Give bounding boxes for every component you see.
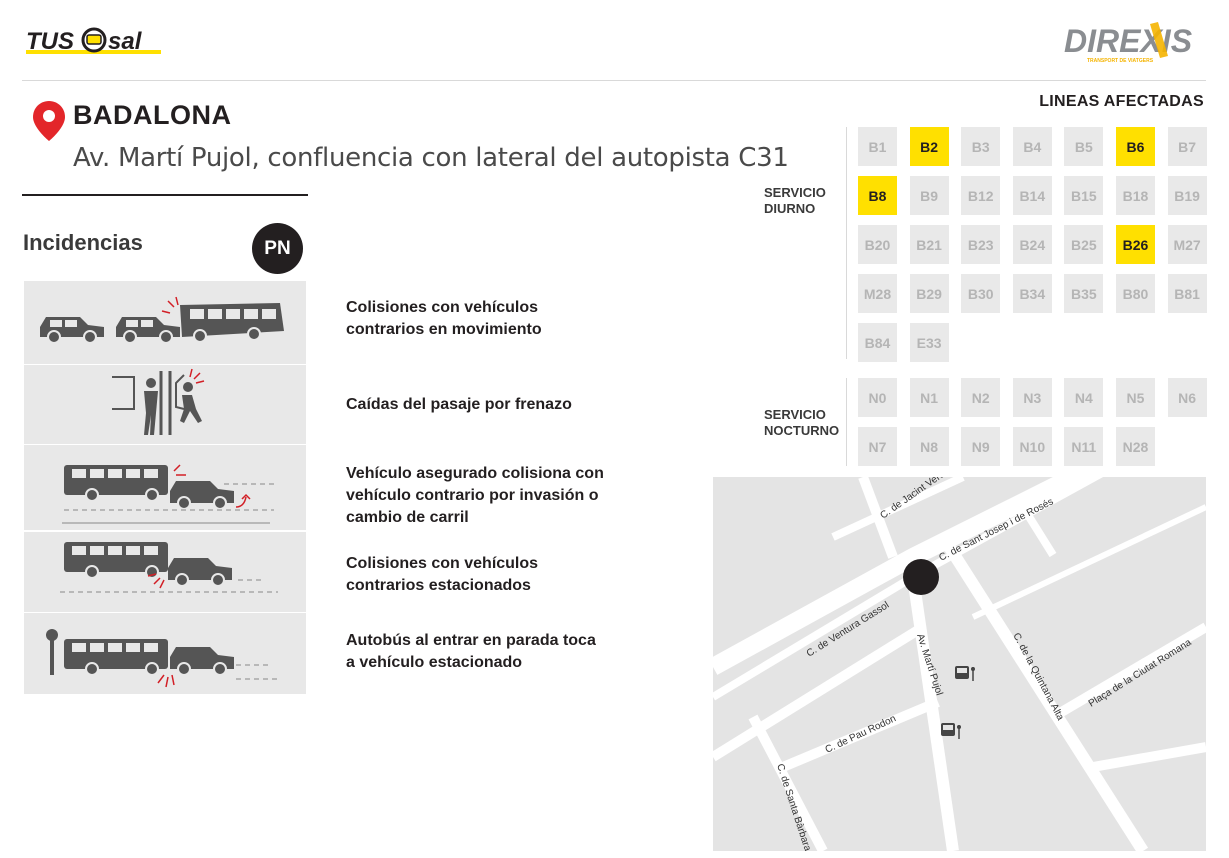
city-name: BADALONA — [73, 100, 232, 130]
incident-badge: PN — [252, 223, 303, 274]
line-chip-e33[interactable]: E33 — [909, 323, 949, 362]
incident-text: Autobús al entrar en parada toca a vehíc… — [346, 632, 596, 671]
line-chip-n9[interactable]: N9 — [961, 427, 1001, 466]
address: Av. Martí Pujol, confluencia con lateral… — [73, 143, 789, 173]
line-chip-b3[interactable]: B3 — [961, 127, 1001, 166]
street-map: C. de Jacint Verdaguer C. de Sant Josep … — [713, 477, 1206, 851]
line-chip-n10[interactable]: N10 — [1012, 427, 1052, 466]
night-separator — [846, 378, 847, 466]
direxis-logo: DIREXIS TRANSPORT DE VIATGERS — [1064, 22, 1193, 64]
line-chip-b2[interactable]: B2 — [909, 127, 949, 166]
incident-illustration-lane-change — [24, 445, 306, 530]
line-chip-b29[interactable]: B29 — [909, 274, 949, 313]
line-chip-b15[interactable]: B15 — [1064, 176, 1104, 215]
line-chip-n1[interactable]: N1 — [909, 378, 949, 417]
parked-collision-icon — [60, 542, 278, 593]
incident-illustration-bus-stop — [24, 613, 306, 694]
line-chip-n2[interactable]: N2 — [961, 378, 1001, 417]
line-chip-n3[interactable]: N3 — [1012, 378, 1052, 417]
line-chip-n7[interactable]: N7 — [858, 427, 897, 466]
location-pin-icon — [33, 101, 65, 141]
line-chip-b14[interactable]: B14 — [1012, 176, 1052, 215]
line-chip-m27[interactable]: M27 — [1167, 225, 1207, 264]
incident-text: Colisiones con vehículos contrarios en m… — [346, 299, 542, 338]
line-chip-b20[interactable]: B20 — [858, 225, 897, 264]
incident-text: Caídas del pasaje por frenazo — [346, 396, 572, 413]
street-label: C. de la Quintana Alta — [1010, 631, 1066, 722]
line-chip-b23[interactable]: B23 — [961, 225, 1001, 264]
location-map[interactable]: C. de Jacint Verdaguer C. de Sant Josep … — [713, 477, 1206, 851]
line-chip-m28[interactable]: M28 — [858, 274, 897, 313]
line-chip-n28[interactable]: N28 — [1115, 427, 1155, 466]
line-chip-b5[interactable]: B5 — [1064, 127, 1104, 166]
line-chip-b25[interactable]: B25 — [1064, 225, 1104, 264]
tusgsal-logo: TUS sal — [26, 27, 161, 55]
brand-right-tagline: TRANSPORT DE VIATGERS — [1087, 58, 1154, 64]
line-chip-b8[interactable]: B8 — [858, 176, 897, 215]
passenger-fall-icon — [112, 368, 205, 435]
line-chip-b35[interactable]: B35 — [1064, 274, 1104, 313]
line-chip-n5[interactable]: N5 — [1115, 378, 1155, 417]
incident-text: Colisiones con vehículos contrarios esta… — [346, 555, 539, 594]
brand-left-suffix: sal — [108, 28, 143, 55]
bus-stop-icon — [955, 666, 975, 681]
line-chip-b6[interactable]: B6 — [1115, 127, 1155, 166]
line-chip-n4[interactable]: N4 — [1064, 378, 1104, 417]
line-chip-b21[interactable]: B21 — [909, 225, 949, 264]
line-chip-b26[interactable]: B26 — [1115, 225, 1155, 264]
street-label: Plaça de la Ciutat Romana — [1087, 637, 1194, 710]
line-chip-n11[interactable]: N11 — [1064, 427, 1104, 466]
street-label: C. de Santa Bàrbara — [774, 763, 813, 851]
incident-text: Vehículo asegurado colisiona con vehícul… — [346, 465, 604, 526]
lane-change-collision-icon — [62, 464, 274, 524]
line-chip-n0[interactable]: N0 — [858, 378, 897, 417]
bus-stop-icon — [941, 723, 961, 739]
incident-illustration-braking-fall — [24, 365, 306, 444]
night-service-label: SERVICIO NOCTURNO — [764, 407, 840, 438]
brand-right-text: DIREXIS — [1064, 23, 1193, 59]
line-chip-b18[interactable]: B18 — [1115, 176, 1155, 215]
street-label: C. de Pau Rodon — [824, 713, 898, 755]
line-chip-b4[interactable]: B4 — [1012, 127, 1052, 166]
day-separator — [846, 127, 847, 359]
day-service-label: SERVICIO DIURNO — [764, 185, 826, 216]
location-marker-icon — [903, 559, 939, 595]
line-chip-b81[interactable]: B81 — [1167, 274, 1207, 313]
line-chip-n8[interactable]: N8 — [909, 427, 949, 466]
line-chip-b24[interactable]: B24 — [1012, 225, 1052, 264]
location-divider — [22, 194, 308, 196]
incidents-title: Incidencias — [23, 230, 143, 255]
incident-illustration-parked-collision — [24, 532, 306, 612]
header-divider — [22, 80, 1206, 81]
line-chip-b30[interactable]: B30 — [961, 274, 1001, 313]
incident-illustration-moving-collision — [24, 281, 306, 364]
bus-stop-collision-icon — [46, 629, 280, 688]
brand-left-text: TUS — [26, 28, 74, 55]
line-chip-b1[interactable]: B1 — [858, 127, 897, 166]
line-chip-b34[interactable]: B34 — [1012, 274, 1052, 313]
line-chip-b7[interactable]: B7 — [1167, 127, 1207, 166]
line-chip-n6[interactable]: N6 — [1167, 378, 1207, 417]
affected-lines-title: LINEAS AFECTADAS — [1039, 93, 1204, 110]
line-chip-b84[interactable]: B84 — [858, 323, 897, 362]
line-chip-b9[interactable]: B9 — [909, 176, 949, 215]
line-chip-b80[interactable]: B80 — [1115, 274, 1155, 313]
car-bus-collision-icon — [40, 296, 284, 344]
line-chip-b12[interactable]: B12 — [961, 176, 1001, 215]
line-chip-b19[interactable]: B19 — [1167, 176, 1207, 215]
